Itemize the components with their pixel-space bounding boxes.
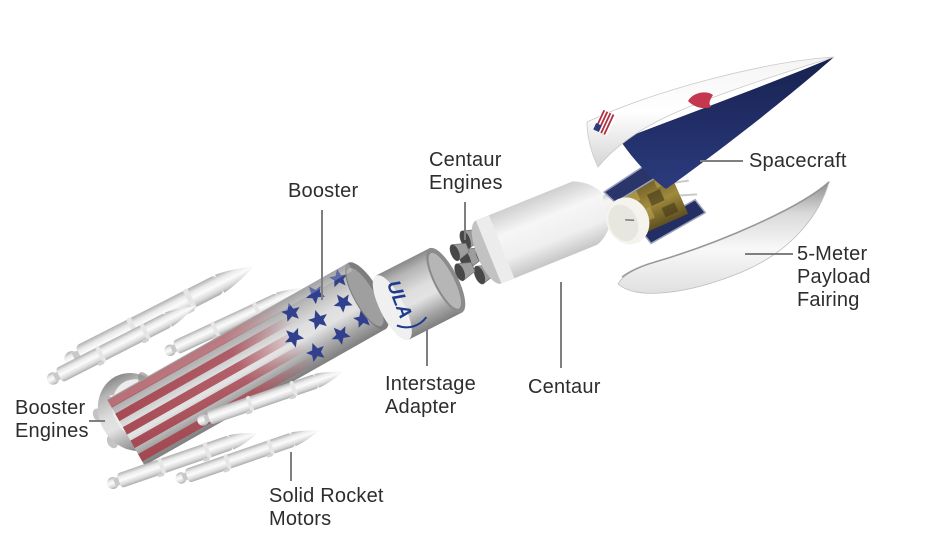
spacecraft xyxy=(602,147,707,245)
leader-spacecraft xyxy=(700,160,743,162)
leader-centaur-engines xyxy=(464,202,466,240)
booster xyxy=(107,262,389,466)
fairing-flag xyxy=(593,109,617,136)
fairing-logo-red xyxy=(688,92,713,109)
label-spacecraft: Spacecraft xyxy=(749,150,847,172)
leader-booster-engines xyxy=(89,420,105,422)
label-payload-fairing: 5-Meter Payload Fairing xyxy=(797,243,871,311)
leader-payload-fairing xyxy=(745,253,793,255)
label-interstage-adapter: Interstage Adapter xyxy=(385,373,476,418)
interstage-adapter: ULA xyxy=(372,247,466,341)
leader-centaur xyxy=(560,282,562,368)
leader-solid-rocket-motors xyxy=(290,452,292,481)
leader-interstage-adapter xyxy=(426,330,428,366)
leader-booster xyxy=(321,210,323,300)
label-booster-engines: Booster Engines xyxy=(15,397,89,442)
label-solid-rocket-motors: Solid Rocket Motors xyxy=(269,485,384,530)
payload-fairing-top-half xyxy=(586,56,835,189)
label-centaur: Centaur xyxy=(528,376,601,398)
label-centaur-engines: Centaur Engines xyxy=(429,149,503,194)
centaur xyxy=(447,181,625,287)
label-booster: Booster xyxy=(288,180,359,202)
payload-fairing-bottom-half xyxy=(617,180,830,294)
ula-logo-swoosh xyxy=(396,316,428,329)
fairing-inner-surface xyxy=(620,57,834,189)
